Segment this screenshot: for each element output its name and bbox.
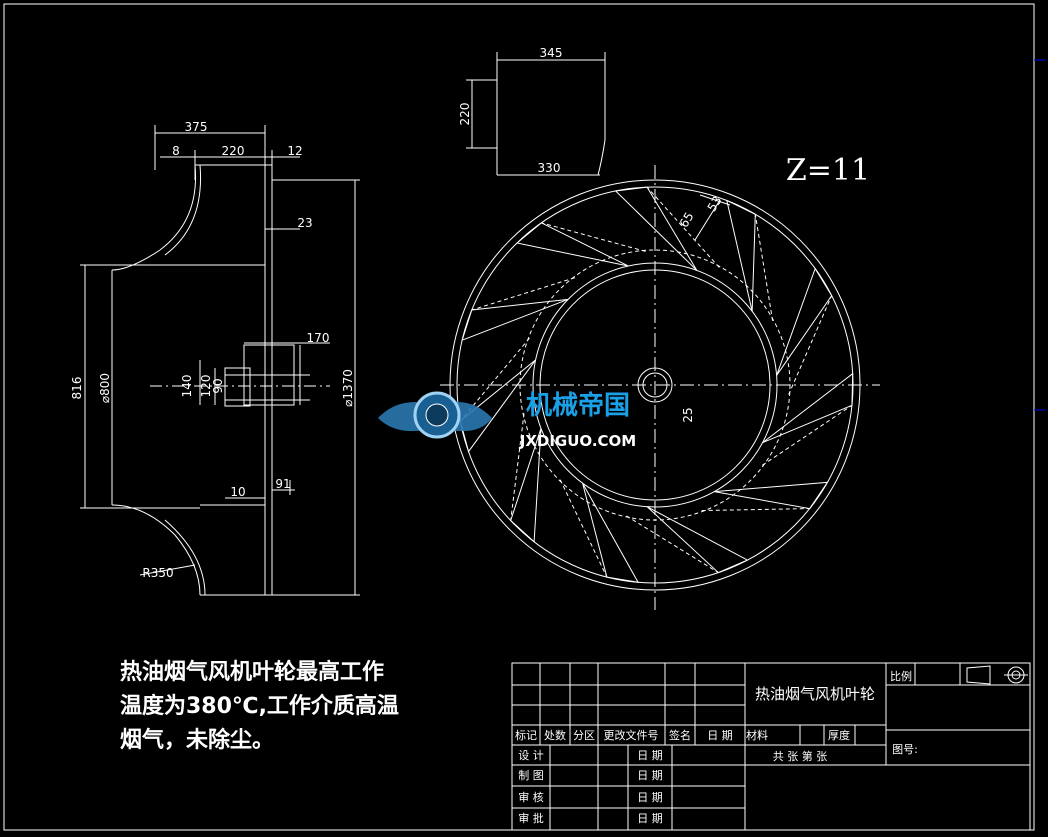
blade [714, 481, 829, 510]
note-line-3: 烟气，未除尘。 [120, 728, 275, 753]
thickness-label: 厚度 [828, 728, 850, 742]
blade-count-label: Z=11 [786, 153, 870, 188]
revision-header-cell: 处数 [544, 729, 566, 742]
blade [459, 359, 537, 453]
approval-role-label: 制 图 [518, 769, 544, 782]
dim-disc-thickness: 23 [297, 216, 312, 230]
blade [726, 199, 756, 312]
blade-detail [466, 52, 606, 176]
revision-header-cell: 签名 [669, 728, 691, 742]
material-label: 材料 [746, 728, 768, 742]
blade-hidden-edge [510, 413, 525, 521]
blade-hidden-edge [559, 479, 608, 578]
dim-left-offset: 8 [172, 144, 180, 158]
logo-main-text: 机械帝国 [526, 390, 630, 421]
blade [582, 482, 640, 583]
blade-dim-side: 220 [458, 103, 472, 126]
blade-hidden-edge [788, 295, 833, 395]
blade-hidden-edge [701, 508, 810, 512]
revision-header-cell: 更改文件号 [604, 728, 659, 742]
site-logo: 机械帝国 JXDIGUO.COM [378, 390, 636, 450]
impeller-blades [459, 186, 854, 583]
dim-inlet-diameter: ⌀800 [98, 373, 112, 403]
note-line-1: 热油烟气风机叶轮最高工作 [120, 660, 385, 685]
revision-headers: 标记处数分区更改文件号签名 日 期 [515, 728, 733, 742]
dim-overall-width: 375 [185, 120, 208, 134]
blade-hidden-edge [626, 515, 719, 574]
title-block [511, 662, 1031, 831]
blade-hidden-edge [459, 337, 530, 422]
blade [776, 267, 833, 376]
dim-right-offset: 12 [287, 144, 302, 158]
approval-role-label: 设 计 [518, 749, 544, 762]
blade-dim-bottom: 330 [538, 161, 561, 175]
blade-hidden-edge [541, 222, 646, 252]
approval-role-label: 审 批 [518, 811, 544, 825]
dim-middle: 220 [222, 144, 245, 158]
approval-date-label: 日 期 [637, 749, 663, 762]
front-dim-65: 65 [677, 210, 697, 230]
front-dim-25: 25 [681, 407, 695, 422]
front-view [440, 165, 880, 610]
approval-date-label: 日 期 [637, 812, 663, 825]
blade [461, 298, 569, 342]
blade [510, 428, 542, 543]
blade [515, 222, 629, 267]
blade-hidden-edge [754, 214, 774, 321]
side-view [80, 125, 360, 596]
blade [646, 506, 749, 574]
approval-rows: 设 计日 期制 图日 期审 核日 期审 批日 期 [518, 749, 663, 825]
dim-hub-d3: 90 [211, 378, 225, 393]
approval-date-label: 日 期 [637, 791, 663, 804]
dim-outer-diameter: ⌀1370 [341, 369, 355, 407]
blade-dim-top: 345 [540, 46, 563, 60]
blade-hidden-edge [471, 277, 575, 311]
dim-height-816: 816 [70, 377, 84, 400]
revision-header-cell: 标记 [515, 728, 537, 742]
design-note: 热油烟气风机叶轮最高工作 温度为380℃,工作介质高温 烟气，未除尘。 [120, 656, 470, 758]
approval-role-label: 审 核 [518, 790, 544, 804]
drawing-no-label: 图号: [892, 743, 918, 756]
blade [614, 186, 698, 271]
scale-label: 比例 [890, 669, 912, 683]
blade [762, 372, 854, 444]
revision-header-cell: 日 期 [707, 729, 733, 742]
sheet-info: 共 张 第 张 [773, 749, 828, 763]
note-line-2: 温度为380℃,工作介质高温 [120, 694, 399, 719]
dim-bottom-10: 10 [230, 485, 245, 499]
dim-radius: R350 [142, 566, 173, 580]
part-name: 热油烟气风机叶轮 [755, 685, 875, 703]
revision-header-cell: 分区 [573, 729, 595, 742]
dim-hub-d1: 140 [180, 375, 194, 398]
dim-hub-length: 170 [307, 331, 330, 345]
blade-hidden-edge [761, 404, 853, 466]
dim-bottom-91: 91 [275, 477, 290, 491]
front-dim-53: 53 [705, 194, 725, 214]
blade-hidden-edge [646, 186, 720, 268]
logo-sub-text: JXDIGUO.COM [519, 432, 636, 450]
approval-date-label: 日 期 [637, 769, 663, 782]
dim-hub-d2: 120 [199, 375, 213, 398]
